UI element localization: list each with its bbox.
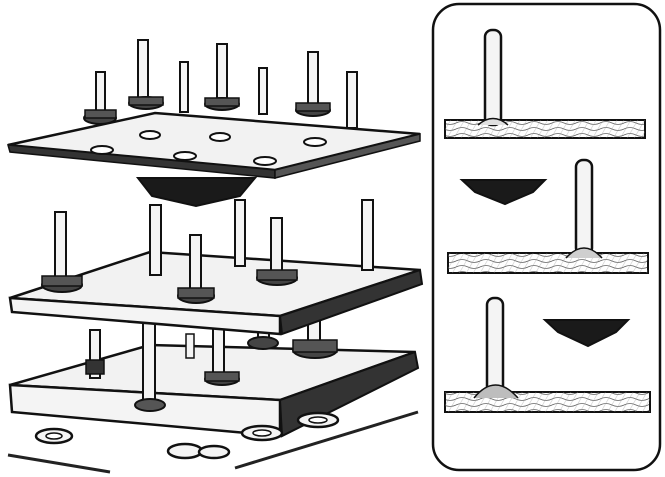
loose-nuts <box>34 411 340 460</box>
table-edge <box>7 453 111 474</box>
down-arrow-icon <box>135 177 258 208</box>
table-edge-right <box>234 410 419 470</box>
step-3-rod-on-board <box>444 296 651 413</box>
down-arrow-icon <box>459 179 548 206</box>
top-plate-assembly <box>6 39 421 179</box>
top-plate-holes <box>90 130 327 166</box>
two-plate-stack-assembly <box>8 199 424 438</box>
step-1-rod-on-board <box>444 28 646 139</box>
top-plate-edge-right <box>274 133 421 179</box>
down-arrow-icon <box>542 319 631 348</box>
top-plate <box>7 111 421 172</box>
upper-plate-edge-right <box>278 268 424 336</box>
top-plate-rods <box>83 39 358 129</box>
step-2-rod-on-board <box>447 158 649 274</box>
upper-plate-edge <box>8 296 282 336</box>
